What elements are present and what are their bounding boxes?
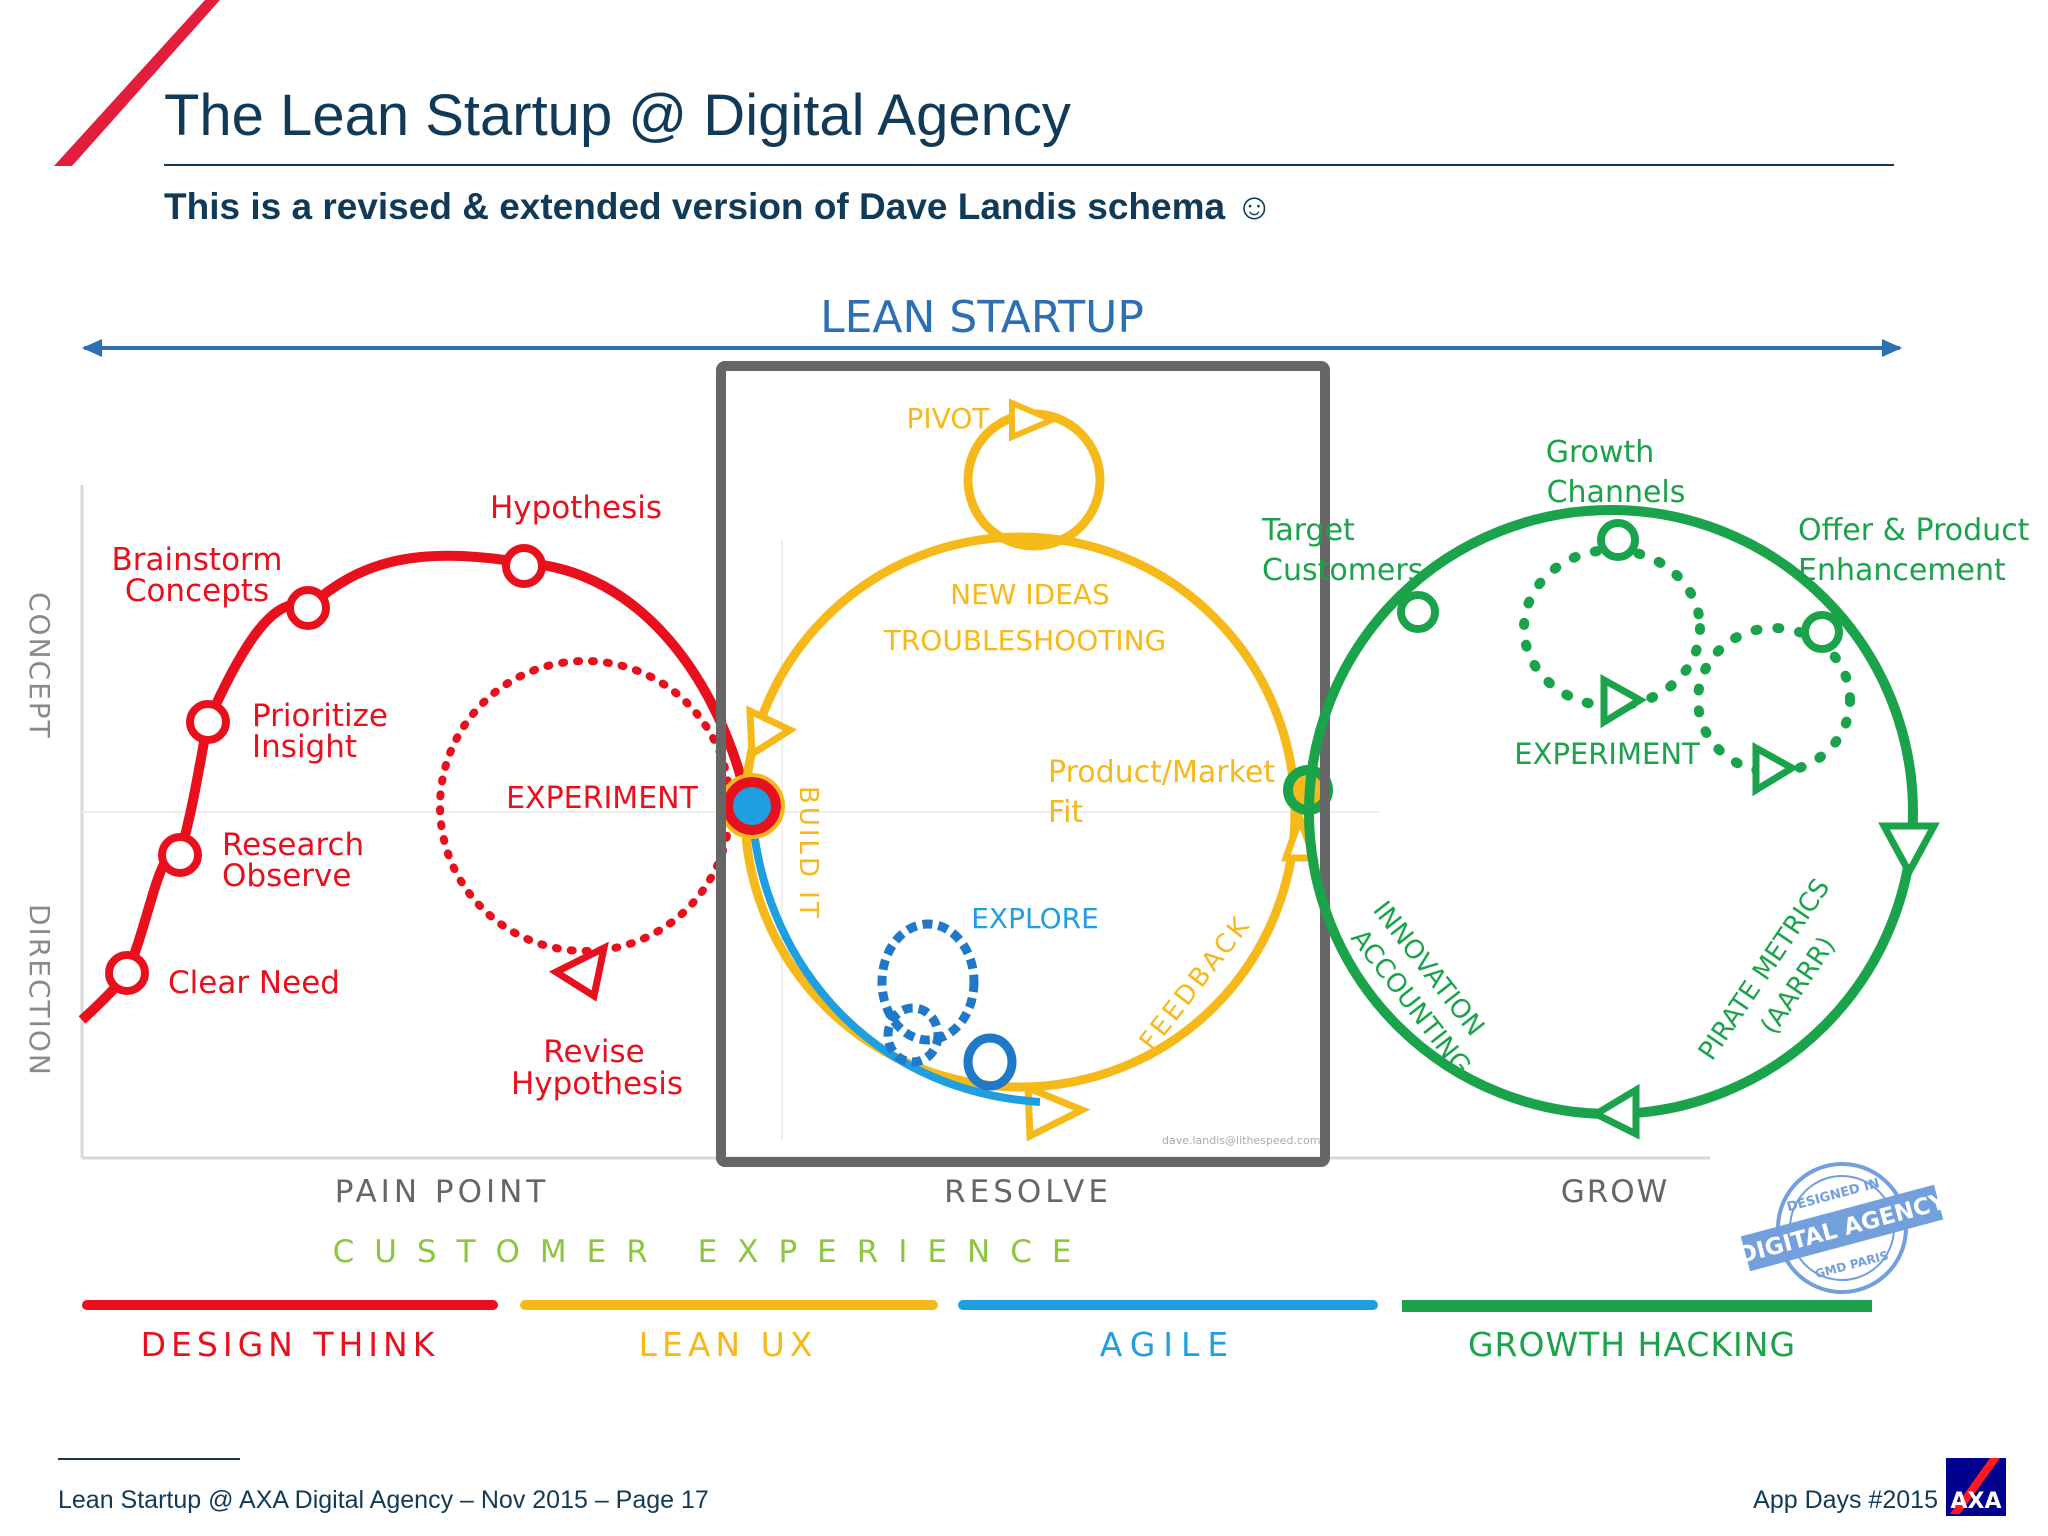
axa-logo-text: AXA <box>1950 1489 2001 1514</box>
node-prioritize <box>186 700 230 744</box>
footer-divider <box>58 1458 240 1460</box>
growth-arrow-right <box>1878 822 1940 880</box>
axa-logo: AXA <box>1946 1458 2006 1516</box>
label-new-ideas: NEW IDEAS <box>950 578 1110 611</box>
growth-experiment-arrow-2 <box>1752 742 1799 797</box>
label-pmf-2: Fit <box>1048 795 1083 830</box>
label-research-2: Observe <box>222 858 351 894</box>
label-pmf-1: Product/Market <box>1048 755 1275 790</box>
label-target-2: Customers <box>1262 553 1423 588</box>
customer-experience-label: CUSTOMER EXPERIENCE <box>333 1234 1092 1270</box>
bar-agile <box>958 1300 1378 1310</box>
slide-title: The Lean Startup @ Digital Agency <box>164 83 1071 148</box>
arrowhead-left <box>82 339 102 357</box>
explore-loop-small <box>963 1033 1017 1091</box>
label-revise-2: Hypothesis <box>511 1066 683 1102</box>
label-brainstorm-1: Brainstorm <box>112 542 283 578</box>
node-brainstorm <box>286 586 330 630</box>
footer-event: App Days #2015 <box>1753 1486 1938 1514</box>
method-growth-hacking: GROWTH HACKING <box>1468 1325 1796 1364</box>
phase-resolve: RESOLVE <box>944 1174 1112 1210</box>
build-arrow <box>746 705 798 761</box>
label-pivot: PIVOT <box>907 402 991 435</box>
node-target-customers <box>1397 591 1439 633</box>
label-growth-channels-2: Channels <box>1547 475 1686 510</box>
node-offer <box>1801 611 1843 653</box>
hub-build <box>723 777 781 835</box>
delivery-arrow <box>1024 1082 1091 1142</box>
node-hypothesis <box>502 544 546 588</box>
label-revise-1: Revise <box>543 1034 644 1070</box>
lean-startup-header: LEAN STARTUP <box>820 292 1144 343</box>
label-research-1: Research <box>222 827 364 863</box>
node-growth-channels <box>1597 519 1639 561</box>
bar-growth-hacking <box>1402 1300 1872 1312</box>
growth-arrow-bottom <box>1588 1083 1640 1140</box>
design-thinking-curve <box>78 550 753 1024</box>
axis-label-direction: DIRECTION <box>23 904 56 1077</box>
node-research <box>158 833 202 877</box>
label-hypothesis: Hypothesis <box>490 490 662 526</box>
digital-agency-stamp: DESIGNED IN DIGITAL AGENCY GMD PARIS <box>1735 1162 1950 1294</box>
bar-design-think <box>82 1300 498 1310</box>
agile-arc <box>748 809 1041 1106</box>
phase-grow: GROW <box>1561 1174 1670 1210</box>
resolve-focus-frame <box>716 361 1330 1167</box>
label-experiment-red: EXPERIMENT <box>506 781 699 816</box>
phase-pain-point: PAIN POINT <box>335 1174 549 1210</box>
method-agile: AGILE <box>1100 1325 1237 1364</box>
label-prioritize-2: Insight <box>252 729 357 765</box>
label-offer-2: Enhancement <box>1798 553 2006 588</box>
label-prioritize-1: Prioritize <box>252 698 388 734</box>
growth-loop <box>1304 505 1918 1119</box>
label-credit: dave.landis@lithespeed.com <box>1162 1134 1320 1147</box>
bar-lean-ux <box>520 1300 938 1310</box>
label-brainstorm-2: Concepts <box>125 573 269 609</box>
title-divider <box>164 164 1894 166</box>
label-experiment-green: EXPERIMENT <box>1514 737 1700 771</box>
method-design-think: DESIGN THINK <box>141 1325 440 1364</box>
stamp-bottom: GMD PARIS <box>1814 1248 1890 1281</box>
label-build-it: BUILD IT <box>793 786 823 921</box>
growth-experiment-arrow-1 <box>1600 674 1647 729</box>
pivot-arrow <box>1009 398 1060 442</box>
label-troubleshooting: TROUBLESHOOTING <box>883 624 1167 657</box>
slide-subtitle: This is a revised & extended version of … <box>164 186 1274 227</box>
label-offer-1: Offer & Product <box>1798 513 2030 548</box>
arrowhead-right <box>1882 339 1902 357</box>
label-growth-channels-1: Growth <box>1546 435 1655 470</box>
label-target-1: Target <box>1261 513 1355 548</box>
axis-label-concept: CONCEPT <box>23 592 56 740</box>
node-clear-need <box>105 951 149 995</box>
revise-arrow <box>548 941 609 1002</box>
footer-caption: Lean Startup @ AXA Digital Agency – Nov … <box>58 1486 709 1514</box>
explore-loop-large <box>877 919 979 1045</box>
label-explore: EXPLORE <box>971 902 1099 935</box>
label-clear-need: Clear Need <box>168 965 340 1001</box>
method-lean-ux: LEAN UX <box>639 1325 818 1364</box>
explore-loop-medium <box>883 1003 943 1067</box>
